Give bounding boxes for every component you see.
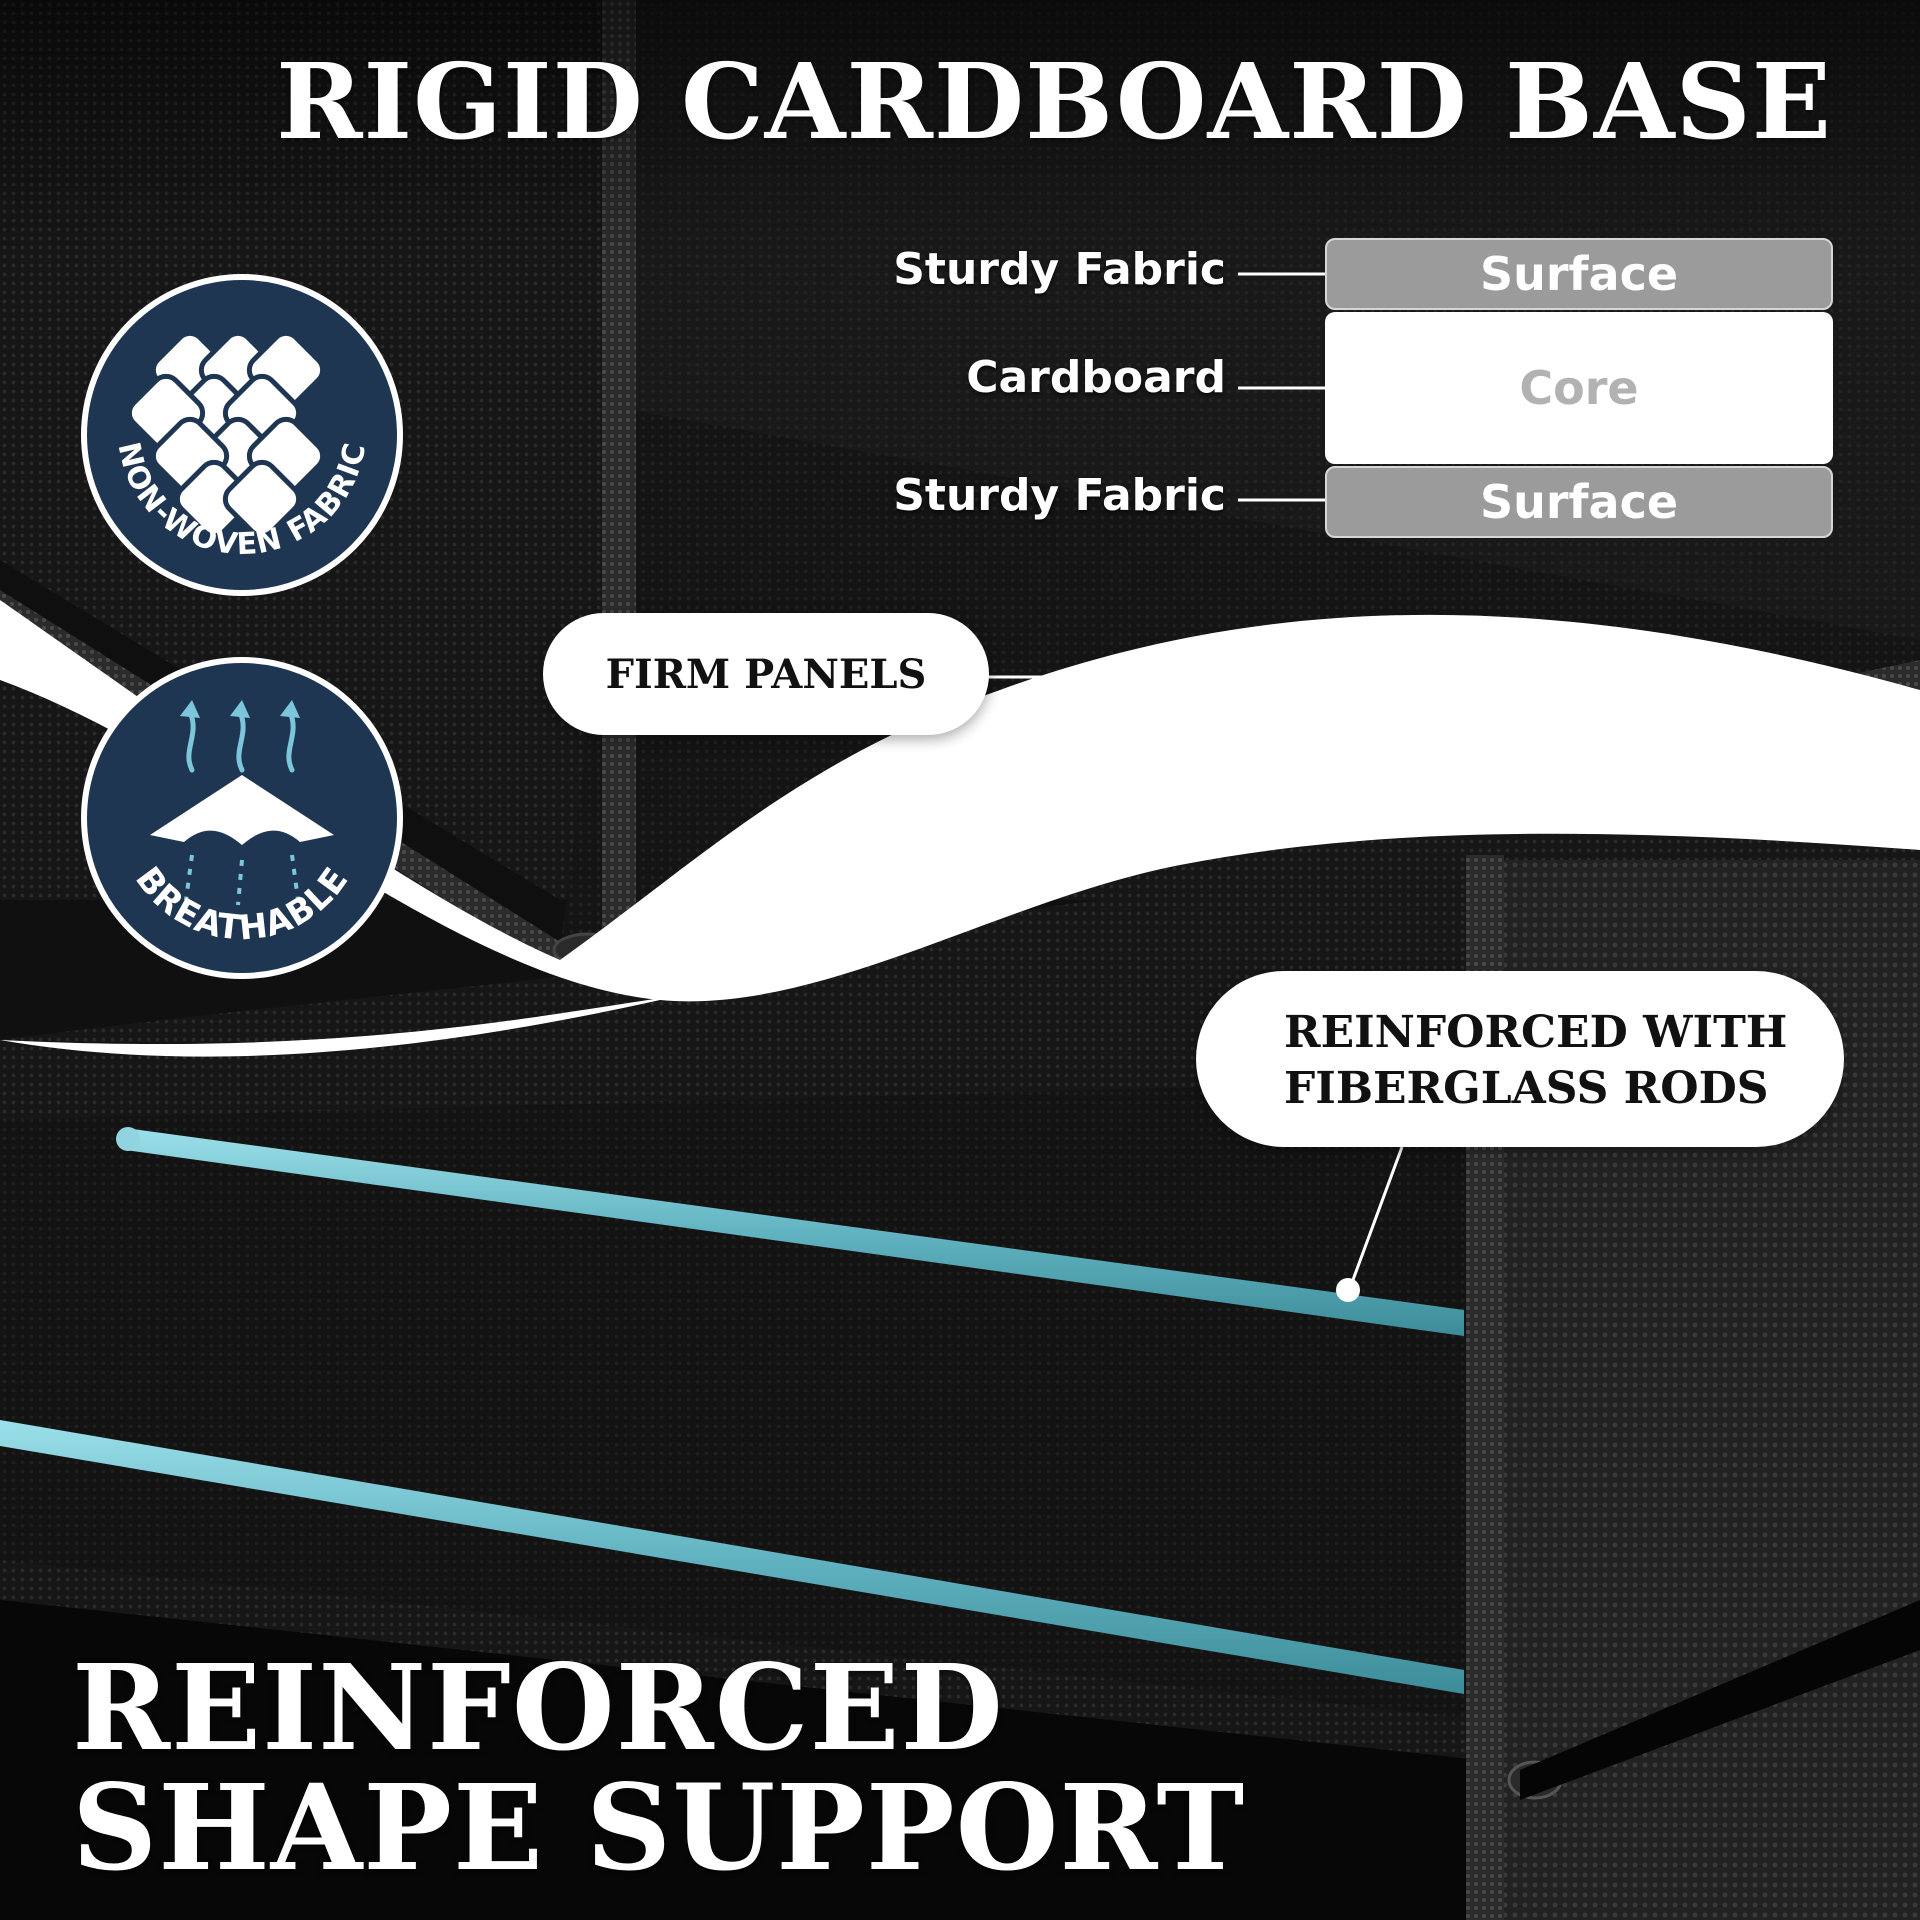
fiberglass-rods (0, 1127, 1464, 1694)
layer-label-sturdy-fabric-top: Sturdy Fabric (893, 244, 1226, 295)
layer-block-surface-bottom: Surface (1325, 466, 1833, 538)
headline-bottom-line-2: SHAPE SUPPORT (72, 1758, 1246, 1897)
layer-label-sturdy-fabric-bottom: Sturdy Fabric (893, 470, 1226, 521)
firm-panels-callout: FIRM PANELS (543, 613, 989, 735)
wave-divider (0, 600, 1920, 1002)
fiberglass-callout-line-2: FIBERGLASS RODS (1284, 1063, 1769, 1114)
fiberglass-callout-line-1: REINFORCED WITH (1284, 1007, 1788, 1058)
breathable-badge: BREATHABLE (81, 657, 403, 979)
firm-panels-pointer (985, 667, 1325, 691)
headline-rigid-cardboard-base: RIGID CARDBOARD BASE (276, 40, 1832, 163)
headline-bottom-line-1: REINFORCED (72, 1638, 1004, 1777)
headline-reinforced-shape-support: REINFORCED SHAPE SUPPORT (72, 1648, 1245, 1888)
layer-connector-lines (1238, 272, 1325, 502)
non-woven-fabric-badge: NON-WOVEN FABRIC (81, 274, 403, 596)
fiberglass-rods-callout: REINFORCED WITH FIBERGLASS RODS (1196, 971, 1844, 1147)
woven-lattice-icon (126, 330, 326, 539)
layer-block-core: Core (1325, 312, 1833, 464)
bottom-shelf-photo (0, 850, 1920, 1920)
breathable-fabric-icon (150, 700, 334, 906)
layer-block-surface-top: Surface (1325, 238, 1833, 310)
layer-label-cardboard: Cardboard (966, 352, 1226, 403)
fiberglass-pointer (1336, 1146, 1404, 1302)
